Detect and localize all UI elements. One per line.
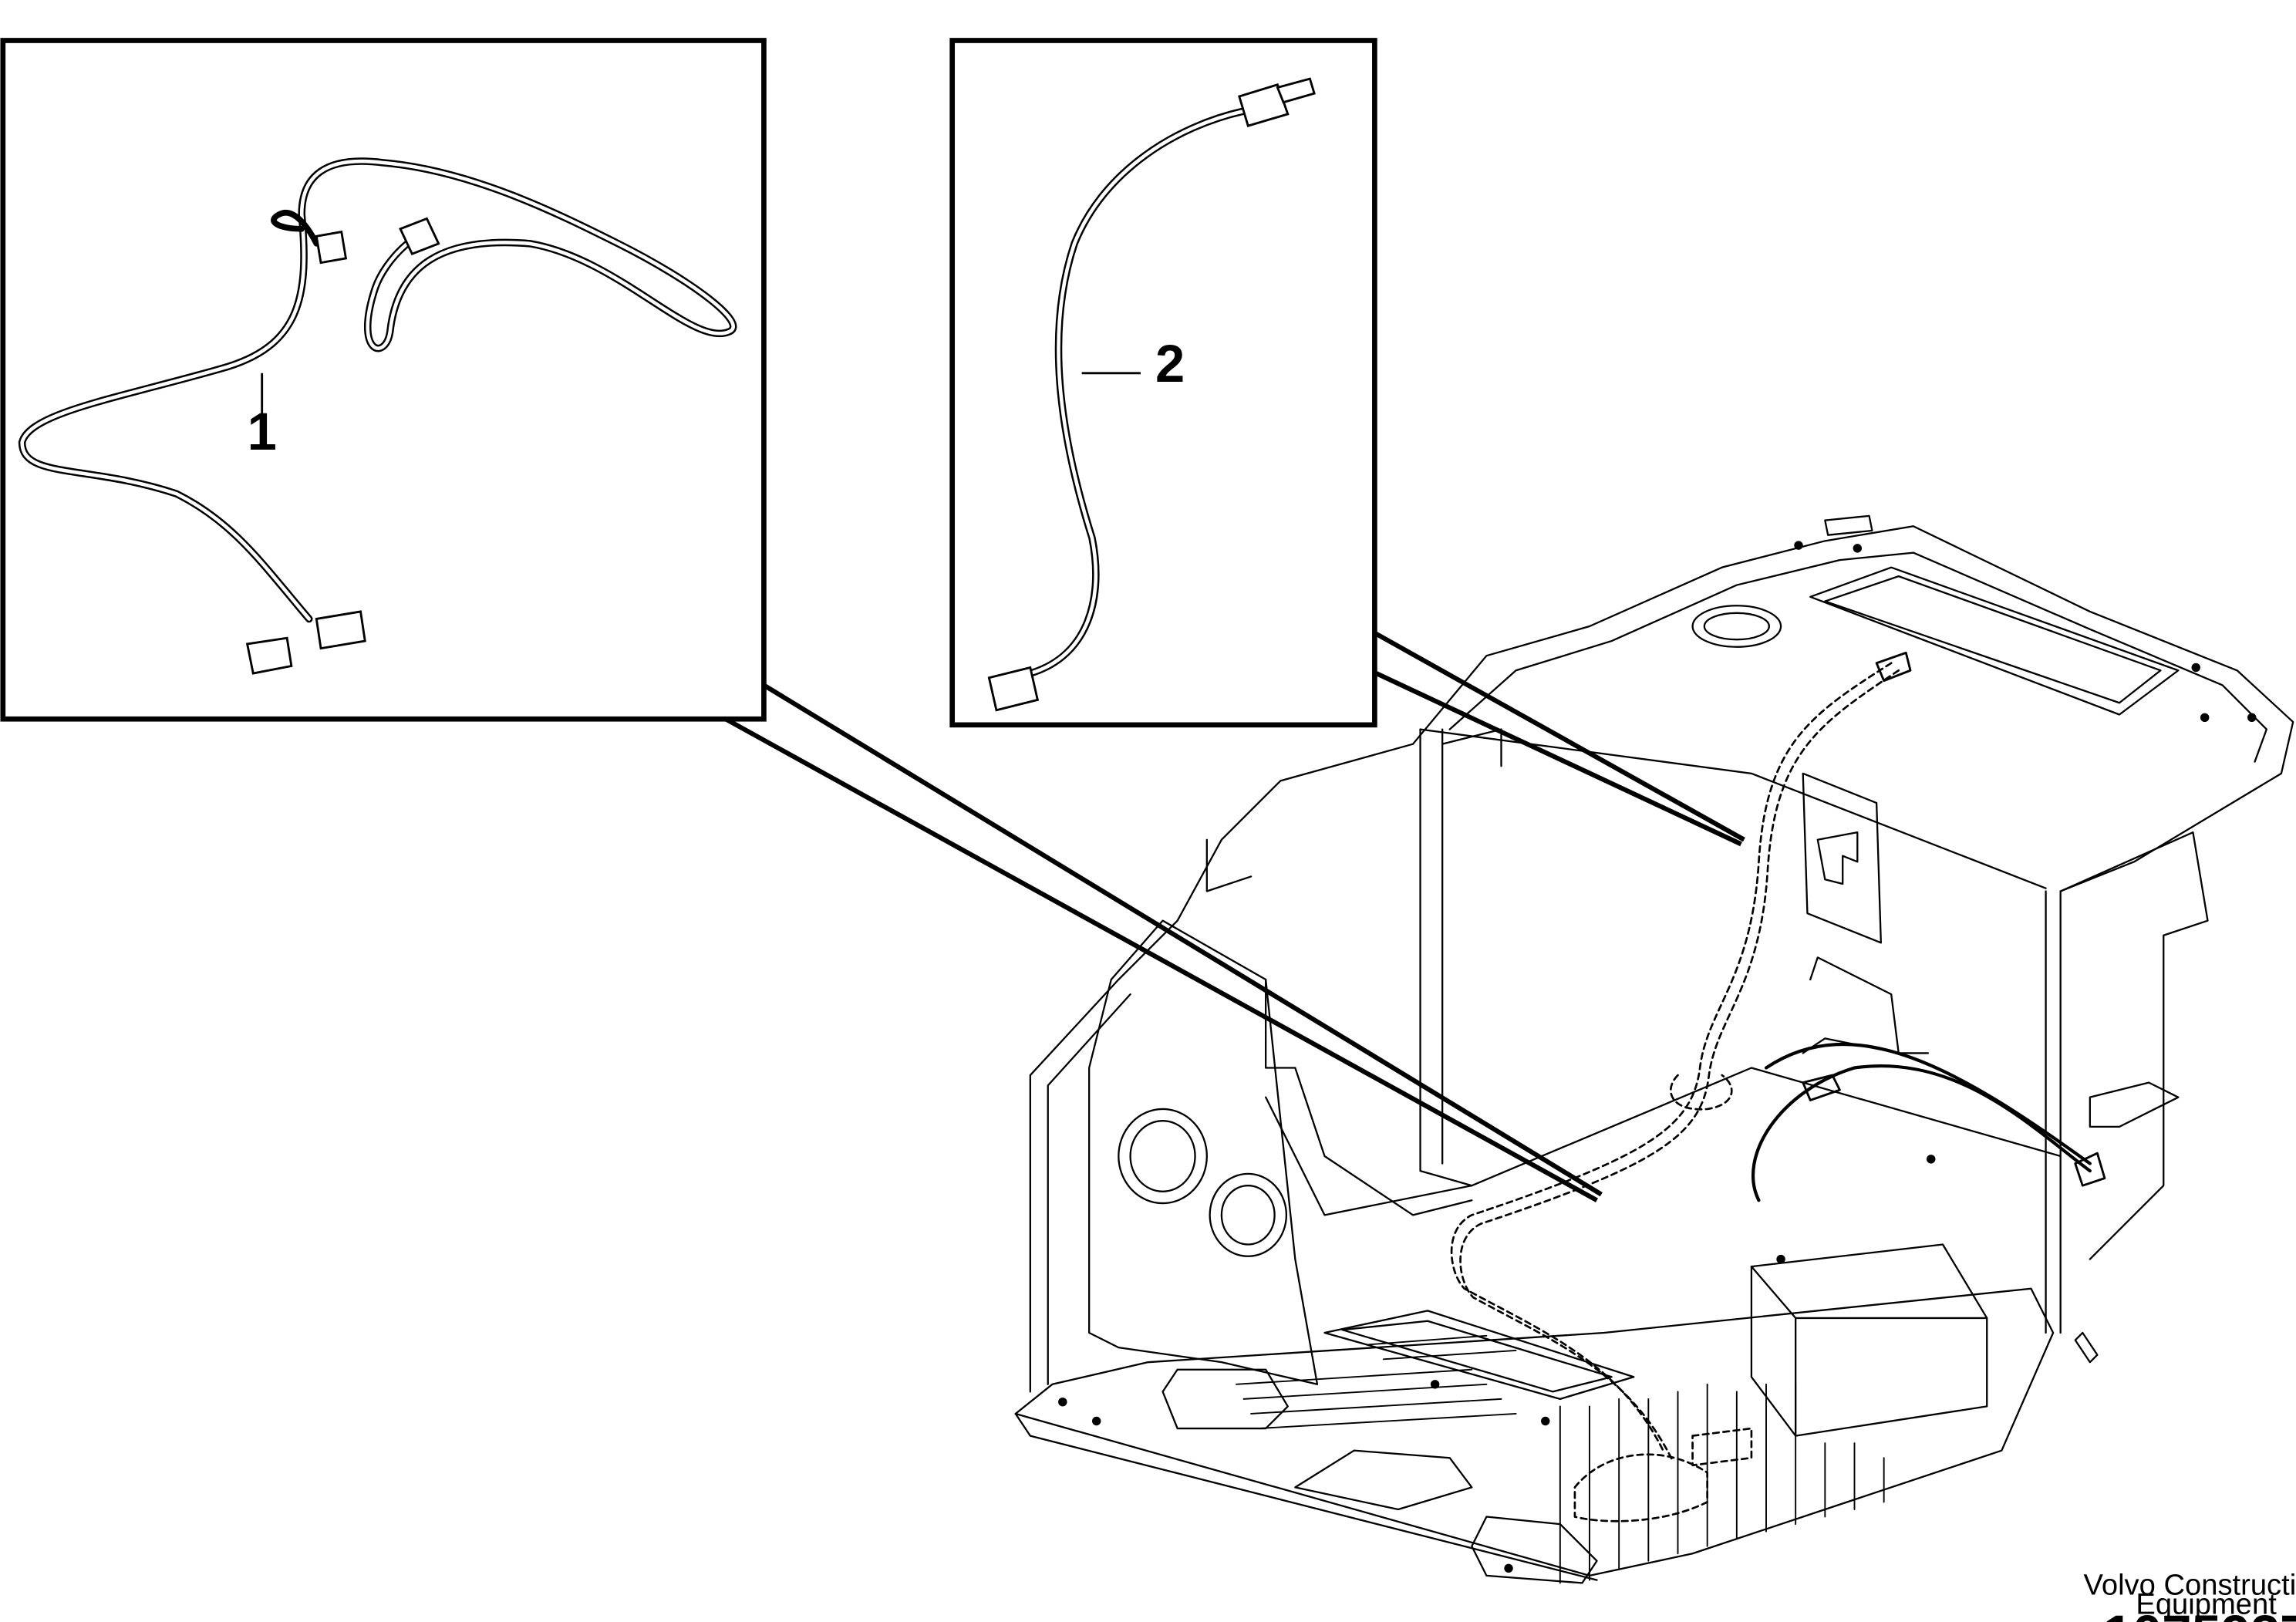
harness-1-connectors [245,217,440,675]
inset-leader-lines [724,629,1745,1202]
harness-2-connectors [987,77,1316,712]
inset-harness-1 [0,38,767,722]
manufacturer-credit-line2: Equipment [2136,1587,2277,1620]
inset-harness-2 [949,38,1377,728]
drawing-part-number: 1075927 [2103,1604,2296,1622]
manufacturer-credit-line1: Volvo Construction [2084,1569,2296,1602]
callout-label-2: 2 [1155,334,1185,393]
operator-cab-drawing [1014,514,2294,1584]
callout-label-1: 1 [248,402,277,461]
